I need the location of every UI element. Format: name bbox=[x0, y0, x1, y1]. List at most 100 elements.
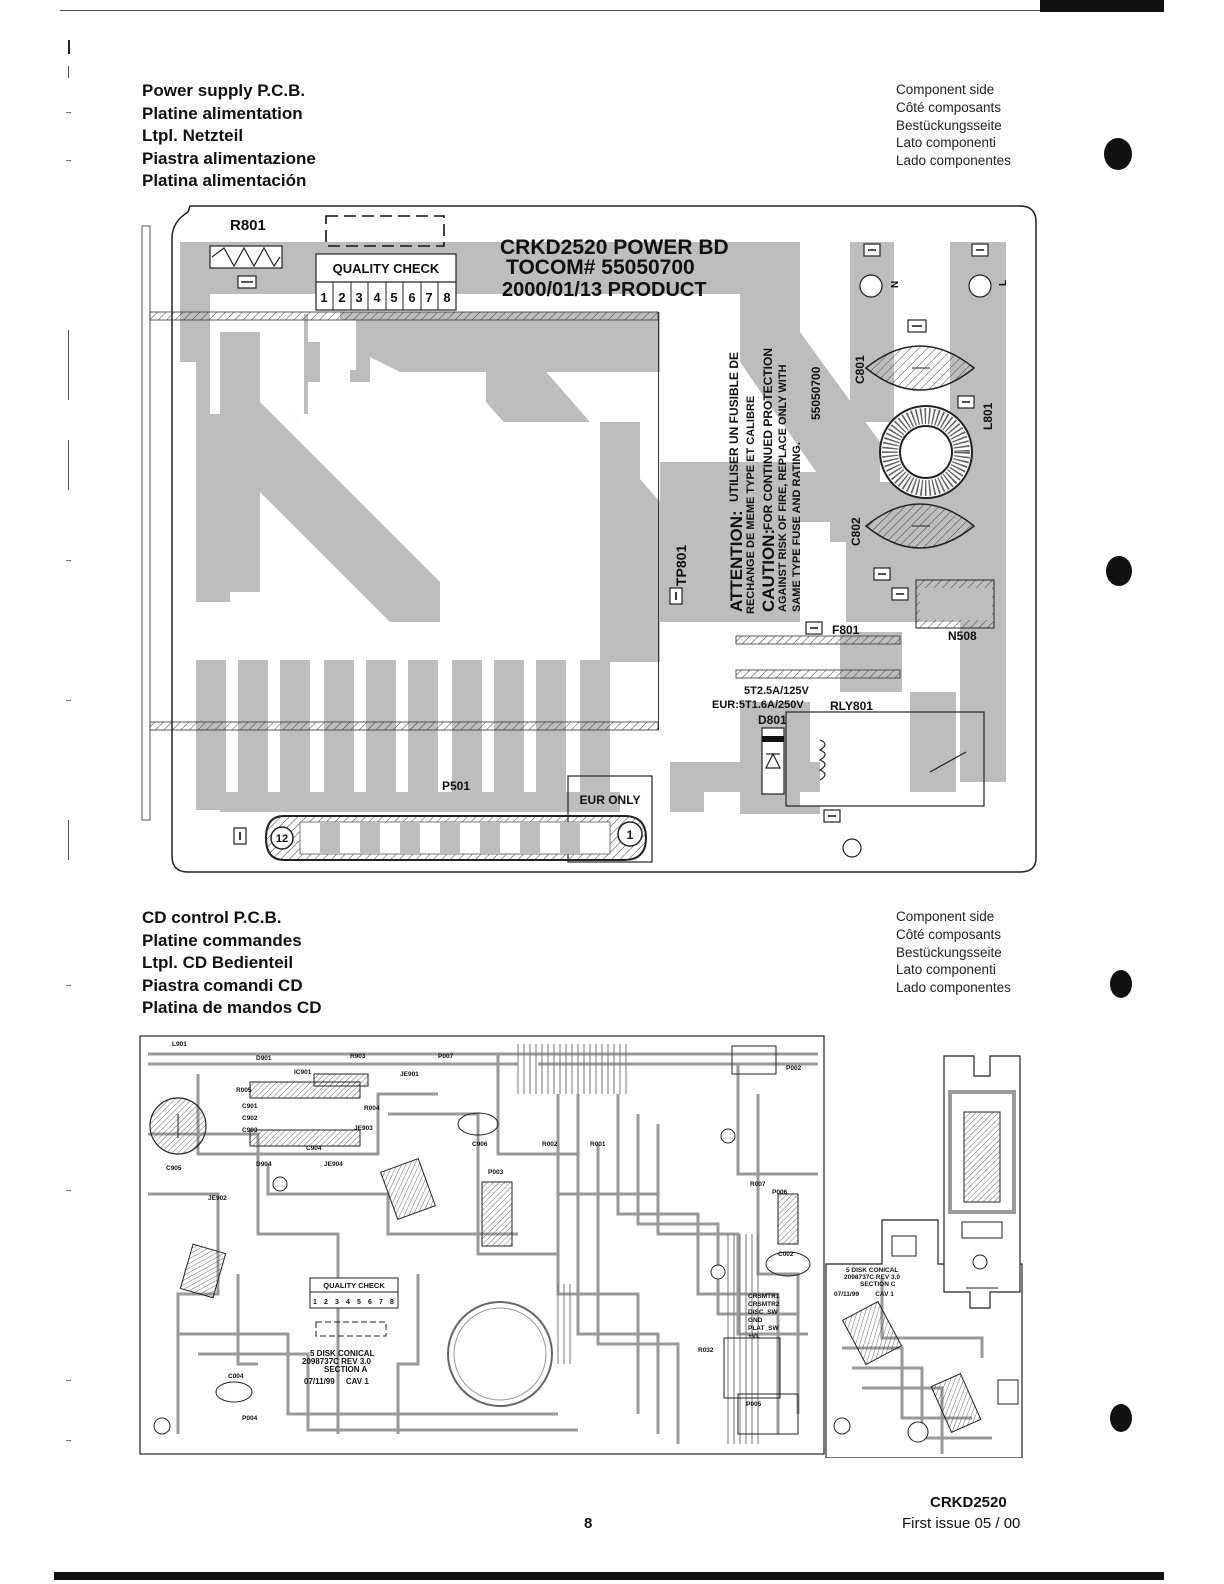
power-side-es: Lado componentes bbox=[896, 153, 1011, 169]
cd-part-ic901: IC901 bbox=[294, 1069, 312, 1076]
cd-qc-4: 4 bbox=[346, 1299, 350, 1306]
cd-part-r001: R001 bbox=[590, 1141, 606, 1148]
qc-digit-6: 6 bbox=[408, 290, 415, 305]
cd-board-info: 5 DISK CONICAL 2098737C REV 3.0 SECTION … bbox=[302, 1349, 375, 1386]
cd-qc-3: 3 bbox=[335, 1299, 339, 1306]
power-title-es: Platina alimentación bbox=[142, 171, 307, 190]
cd-part-d901: D901 bbox=[256, 1055, 272, 1062]
tp801-label: TP801 bbox=[673, 545, 689, 586]
page-number: 8 bbox=[584, 1515, 593, 1532]
board-title-1: CRKD2520 POWER BD bbox=[500, 236, 729, 259]
cd-sw-disc: DISC_SW bbox=[748, 1309, 778, 1316]
cd-sw-crsmtr2: CRSMTR2 bbox=[748, 1301, 780, 1308]
cd-traces-fine bbox=[517, 1044, 759, 1444]
r801-body bbox=[209, 245, 283, 269]
margin-dash bbox=[66, 985, 71, 986]
cd-part-p004: P004 bbox=[242, 1415, 258, 1422]
cd-part-c903: C903 bbox=[242, 1127, 258, 1134]
rly801-label: RLY801 bbox=[830, 699, 873, 713]
cd-info-4: 07/11/99 CAV 1 bbox=[304, 1377, 369, 1386]
cd-switch-labels: CRSMTR1 CRSMTR2 DISC_SW GND PLAT_SW +VL bbox=[748, 1293, 780, 1340]
cd-part-r004: R004 bbox=[364, 1105, 380, 1112]
side-strip-drawing bbox=[943, 1055, 1021, 1309]
quality-check-label: QUALITY CHECK bbox=[333, 261, 440, 276]
cd-part-c905: C905 bbox=[166, 1165, 182, 1172]
dashed-box bbox=[325, 215, 445, 247]
part-number: 55050700 bbox=[809, 366, 823, 420]
margin-mark bbox=[68, 66, 69, 78]
attention-title: ATTENTION: bbox=[727, 510, 746, 612]
margin-dash bbox=[66, 160, 71, 161]
cd-part-l901: L901 bbox=[172, 1041, 187, 1048]
shield-bottom-hatch bbox=[149, 721, 659, 731]
section-c-info-4: 07/11/99 CAV 1 bbox=[834, 1291, 894, 1298]
qc-digit-5: 5 bbox=[390, 290, 397, 305]
cd-part-je903: JE903 bbox=[354, 1125, 373, 1132]
caution-title: CAUTION: bbox=[759, 529, 778, 612]
terminal-n bbox=[859, 274, 883, 298]
power-side-fr: Côté composants bbox=[896, 99, 1002, 115]
cd-part-labels: L901 D901 IC901 R903 P007 C901 C902 C903… bbox=[166, 1041, 802, 1422]
cd-qc-digits: 1 2 3 4 5 6 7 8 bbox=[313, 1299, 394, 1306]
cd-side-fr: Côté composants bbox=[896, 926, 1002, 942]
cd-qc-8: 8 bbox=[390, 1299, 394, 1306]
board-title-2: TOCOM# 55050700 bbox=[506, 256, 695, 279]
power-supply-board: R801 QUALITY CHECK 1 2 3 4 5 6 7 8 CRKD2… bbox=[140, 202, 1040, 878]
margin-mark bbox=[68, 40, 70, 54]
cd-title-it: Piastra comandi CD bbox=[142, 975, 303, 995]
top-rule bbox=[60, 4, 1164, 11]
cd-sw-crsmtr1: CRSMTR1 bbox=[748, 1293, 780, 1300]
qc-digit-2: 2 bbox=[338, 290, 345, 305]
cd-side-es: Lado componentes bbox=[896, 980, 1011, 996]
cd-info-2: 2098737C REV 3.0 bbox=[302, 1357, 371, 1366]
margin-dash bbox=[66, 1380, 71, 1381]
margin-dash bbox=[66, 700, 71, 701]
cd-sw-gnd: GND bbox=[748, 1317, 763, 1324]
qc-digit-3: 3 bbox=[355, 290, 362, 305]
cd-part-je902: JE902 bbox=[208, 1195, 227, 1202]
eur-only-label: EUR ONLY bbox=[580, 793, 641, 807]
margin-mark bbox=[68, 820, 69, 860]
cd-part-c002: C002 bbox=[778, 1251, 794, 1258]
c801-label: C801 bbox=[853, 355, 867, 384]
cd-part-d904: D904 bbox=[256, 1161, 272, 1168]
power-side-it: Lato componenti bbox=[896, 135, 996, 151]
binder-hole bbox=[1110, 970, 1132, 998]
footer-model: CRKD2520 bbox=[930, 1494, 1007, 1511]
binder-hole bbox=[1104, 138, 1132, 170]
footer-issue: First issue 05 / 00 bbox=[902, 1515, 1021, 1532]
cd-side-strip-board bbox=[940, 1052, 1024, 1312]
top-rule-thick bbox=[1040, 0, 1164, 12]
cd-info-3: SECTION A bbox=[324, 1365, 367, 1374]
power-title-fr: Platine alimentation bbox=[142, 103, 303, 123]
terminal-n-label: N bbox=[890, 281, 901, 288]
cd-quality-check-label: QUALITY CHECK bbox=[323, 1281, 385, 1290]
cd-part-c901: C901 bbox=[242, 1103, 258, 1110]
cd-part-c902: C902 bbox=[242, 1115, 258, 1122]
p501-pin-12: 12 bbox=[276, 833, 288, 845]
d801-body bbox=[761, 727, 785, 795]
cd-sw-plat: PLAT_SW bbox=[748, 1325, 779, 1332]
cd-title-es: Platina de mandos CD bbox=[142, 998, 322, 1017]
relay-coil bbox=[818, 739, 826, 781]
cd-side-de: Bestückungsseite bbox=[896, 944, 1002, 960]
rly801-outline bbox=[785, 711, 985, 807]
power-title-de: Ltpl. Netzteil bbox=[142, 126, 244, 145]
binder-hole bbox=[1110, 1404, 1132, 1432]
n508-label: N508 bbox=[948, 629, 977, 643]
cd-sw-vl: +VL bbox=[748, 1333, 760, 1340]
cd-qc-2: 2 bbox=[324, 1299, 328, 1306]
d801-label: D801 bbox=[758, 713, 787, 727]
cd-part-je901: JE901 bbox=[400, 1071, 419, 1078]
margin-mark bbox=[68, 330, 69, 400]
margin-mark bbox=[68, 440, 69, 490]
margin-dash bbox=[66, 1190, 71, 1191]
cd-part-c906: C906 bbox=[472, 1141, 488, 1148]
cd-part-p002: P002 bbox=[786, 1065, 802, 1072]
cd-title-en: CD control P.C.B. bbox=[142, 908, 282, 927]
cd-title-fr: Platine commandes bbox=[142, 930, 302, 950]
margin-dash bbox=[66, 560, 71, 561]
cd-title-de: Ltpl. CD Bedienteil bbox=[142, 953, 294, 972]
cd-part-r903: R903 bbox=[350, 1053, 366, 1060]
cd-part-r005: R005 bbox=[236, 1087, 252, 1094]
